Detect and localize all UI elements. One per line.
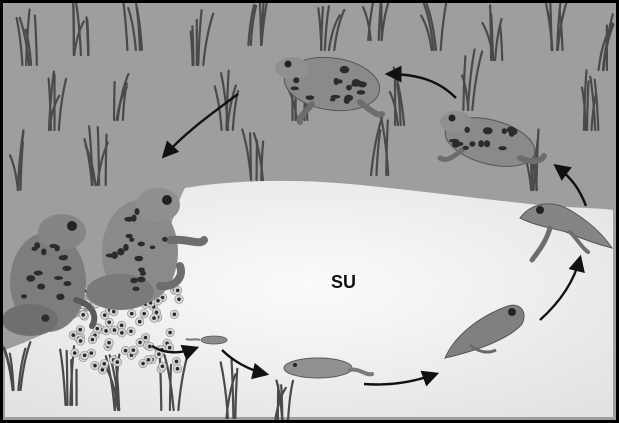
water-label: SU	[331, 272, 356, 293]
